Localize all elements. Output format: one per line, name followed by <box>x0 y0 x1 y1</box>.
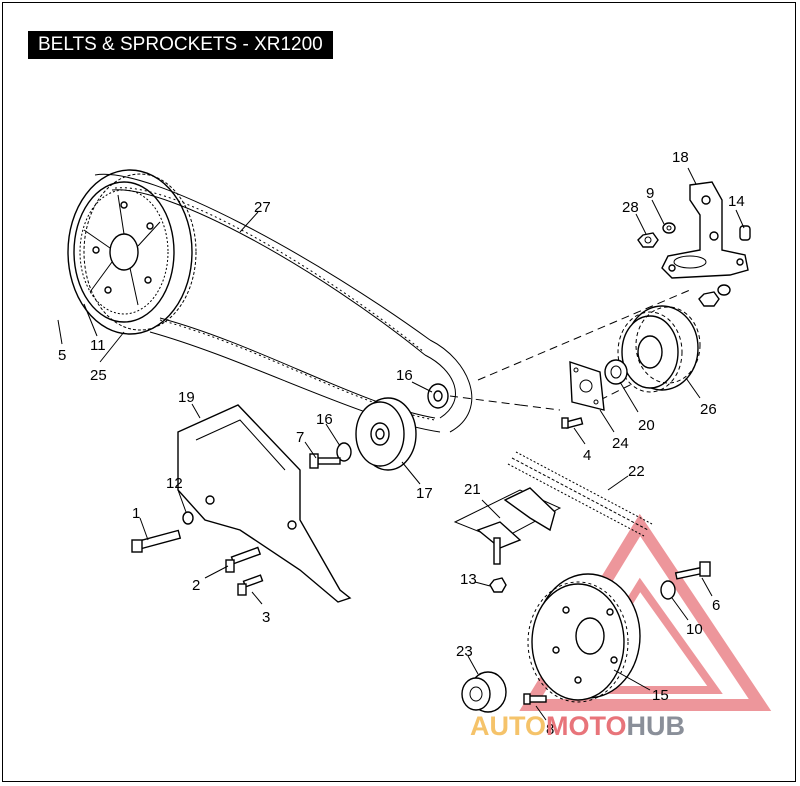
callout-16b: 16 <box>316 411 333 428</box>
callout-27: 27 <box>254 199 271 216</box>
callout-24: 24 <box>612 435 629 452</box>
idler-bolt <box>309 453 341 469</box>
callout-11: 11 <box>90 337 106 354</box>
front-pulley <box>617 305 701 393</box>
rear-pulley <box>67 169 197 335</box>
callout-25: 25 <box>90 367 107 384</box>
watermark-logo: AUTOMOTOHUB <box>470 711 685 741</box>
belt-guard <box>177 404 352 603</box>
deflector-nut <box>489 577 507 593</box>
rear-sprocket <box>527 573 641 703</box>
callout-28: 28 <box>622 199 639 216</box>
callout-6: 6 <box>712 597 720 614</box>
callout-20: 20 <box>638 417 655 434</box>
sprocket-bolt <box>674 561 711 580</box>
spacer-washer <box>336 442 352 462</box>
guard-bolt <box>237 574 264 596</box>
diagram-title: BELTS & SPROCKETS - XR1200 <box>28 31 333 59</box>
guard-washer <box>182 511 194 525</box>
idler-pulley <box>355 397 417 471</box>
link-strip <box>507 451 653 537</box>
callout-18: 18 <box>672 149 689 166</box>
leader-lines <box>57 167 745 721</box>
callout-16a: 16 <box>396 367 413 384</box>
callout-3: 3 <box>262 609 270 626</box>
callout-1: 1 <box>132 505 140 522</box>
wheel-spacer <box>461 671 507 713</box>
callout-14: 14 <box>728 193 745 210</box>
callout-5: 5 <box>58 347 66 364</box>
callout-23: 23 <box>456 643 473 660</box>
screw <box>561 417 584 429</box>
callout-13: 13 <box>460 571 477 588</box>
callout-21: 21 <box>464 481 481 498</box>
callout-9: 9 <box>646 185 654 202</box>
callout-26: 26 <box>700 401 717 418</box>
callout-4: 4 <box>583 447 591 464</box>
callout-17: 17 <box>416 485 433 502</box>
callout-15: 15 <box>652 687 669 704</box>
watermark-part-2: MOTO <box>546 711 627 741</box>
guard-bolt <box>225 546 262 573</box>
callout-19: 19 <box>178 389 195 406</box>
callout-7: 7 <box>296 429 304 446</box>
callouts: 1 2 3 4 5 6 7 8 9 10 11 12 13 14 15 16 1… <box>58 149 745 738</box>
pulley-nut <box>604 359 628 385</box>
sprocket-screw <box>523 693 547 705</box>
bracket-hardware <box>637 222 751 307</box>
debris-deflector <box>453 487 562 565</box>
callout-12: 12 <box>166 475 183 492</box>
callout-10: 10 <box>686 621 703 638</box>
sprocket-washer <box>660 580 676 600</box>
callout-22: 22 <box>628 463 645 480</box>
callout-8: 8 <box>546 721 554 738</box>
watermark-part-1: AUTO <box>470 711 546 741</box>
svg-text:AUTOMOTOHUB: AUTOMOTOHUB <box>470 711 685 741</box>
lock-plate <box>569 361 605 411</box>
callout-2: 2 <box>192 577 200 594</box>
mounting-bracket <box>661 181 749 279</box>
drive-belt <box>94 173 473 433</box>
guard-bolt <box>131 529 182 553</box>
watermark-part-3: HUB <box>627 711 686 741</box>
